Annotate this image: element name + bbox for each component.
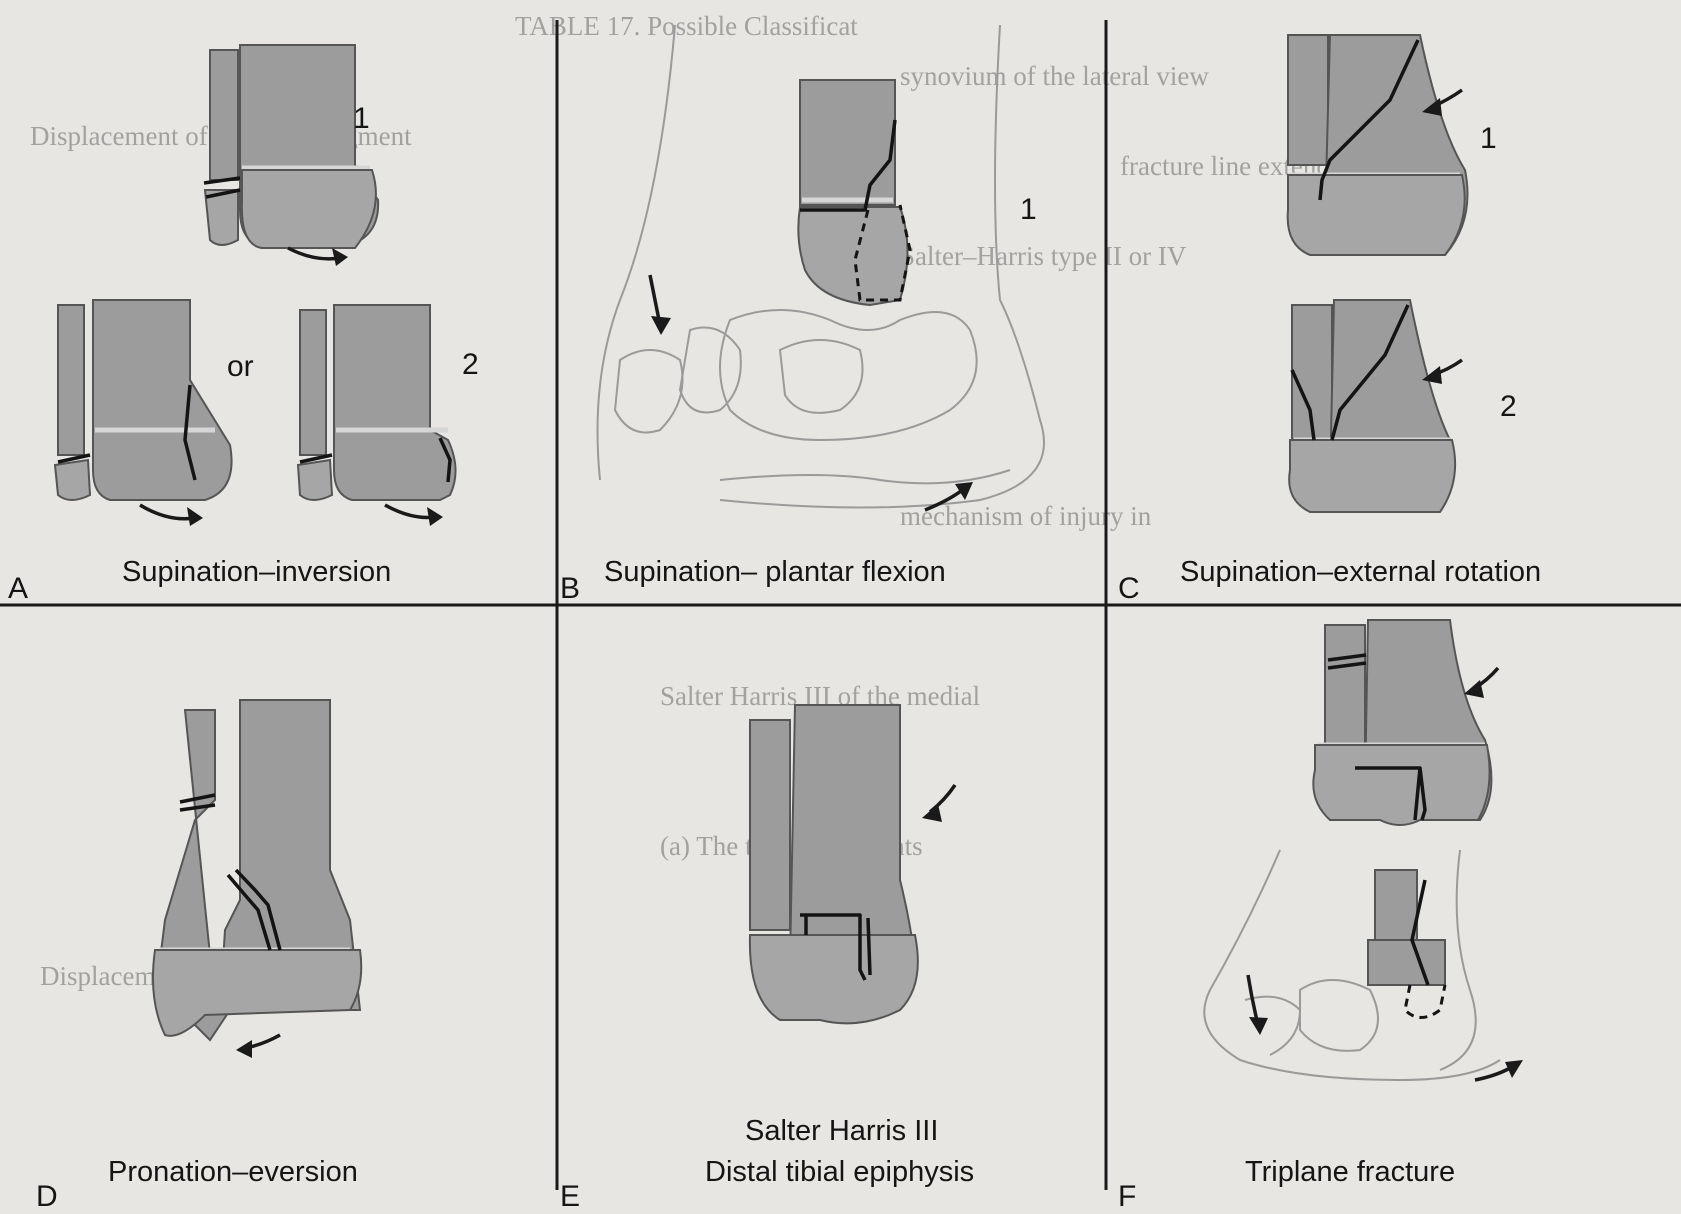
bleed-text: synovium of the lateral view [900,61,1209,91]
panel-b-diagram [596,24,1045,512]
panel-c-subpart-1: 1 [1480,122,1497,155]
panel-b-letter: B [560,572,581,605]
panel-b-caption: Supination– plantar flexion [604,556,946,588]
panel-c-diagram-2 [1288,299,1464,513]
panel-d-caption: Pronation–eversion [108,1156,358,1188]
panel-d-diagram [151,699,363,1058]
bleed-text: Salter–Harris type II or IV [900,241,1187,271]
panel-a-letter: A [8,572,29,605]
bleed-text: mechanism of injury in [900,501,1152,531]
panel-d-letter: D [36,1180,58,1213]
panel-f-diagram-2 [1203,849,1523,1082]
panel-a-diagram-or [53,299,233,526]
panel-a-subpart-1: 1 [353,102,370,135]
panel-f-letter: F [1118,1180,1137,1213]
panel-e-caption-line2: Distal tibial epiphysis [705,1156,975,1188]
panel-a-or-label: or [227,350,254,383]
panel-f-diagram-1 [1312,619,1500,826]
panel-f-caption: Triplane fracture [1245,1156,1456,1188]
panel-e-caption-line1: Salter Harris III [745,1115,939,1147]
panel-c-diagram-1 [1286,34,1469,256]
panel-a-diagram-1 [203,44,380,266]
panel-a-subpart-2: 2 [462,348,479,381]
panel-b-subpart-1: 1 [1020,193,1037,226]
panel-c-caption: Supination–external rotation [1180,556,1542,588]
panel-a-caption: Supination–inversion [122,556,392,588]
panel-e-letter: E [560,1180,581,1213]
panel-e-diagram [748,704,957,1025]
panel-c-subpart-2: 2 [1500,390,1517,423]
panel-a-diagram-2 [296,304,457,526]
panel-c-letter: C [1118,572,1140,605]
bleed-text: TABLE 17. Possible Classificat [515,11,858,41]
